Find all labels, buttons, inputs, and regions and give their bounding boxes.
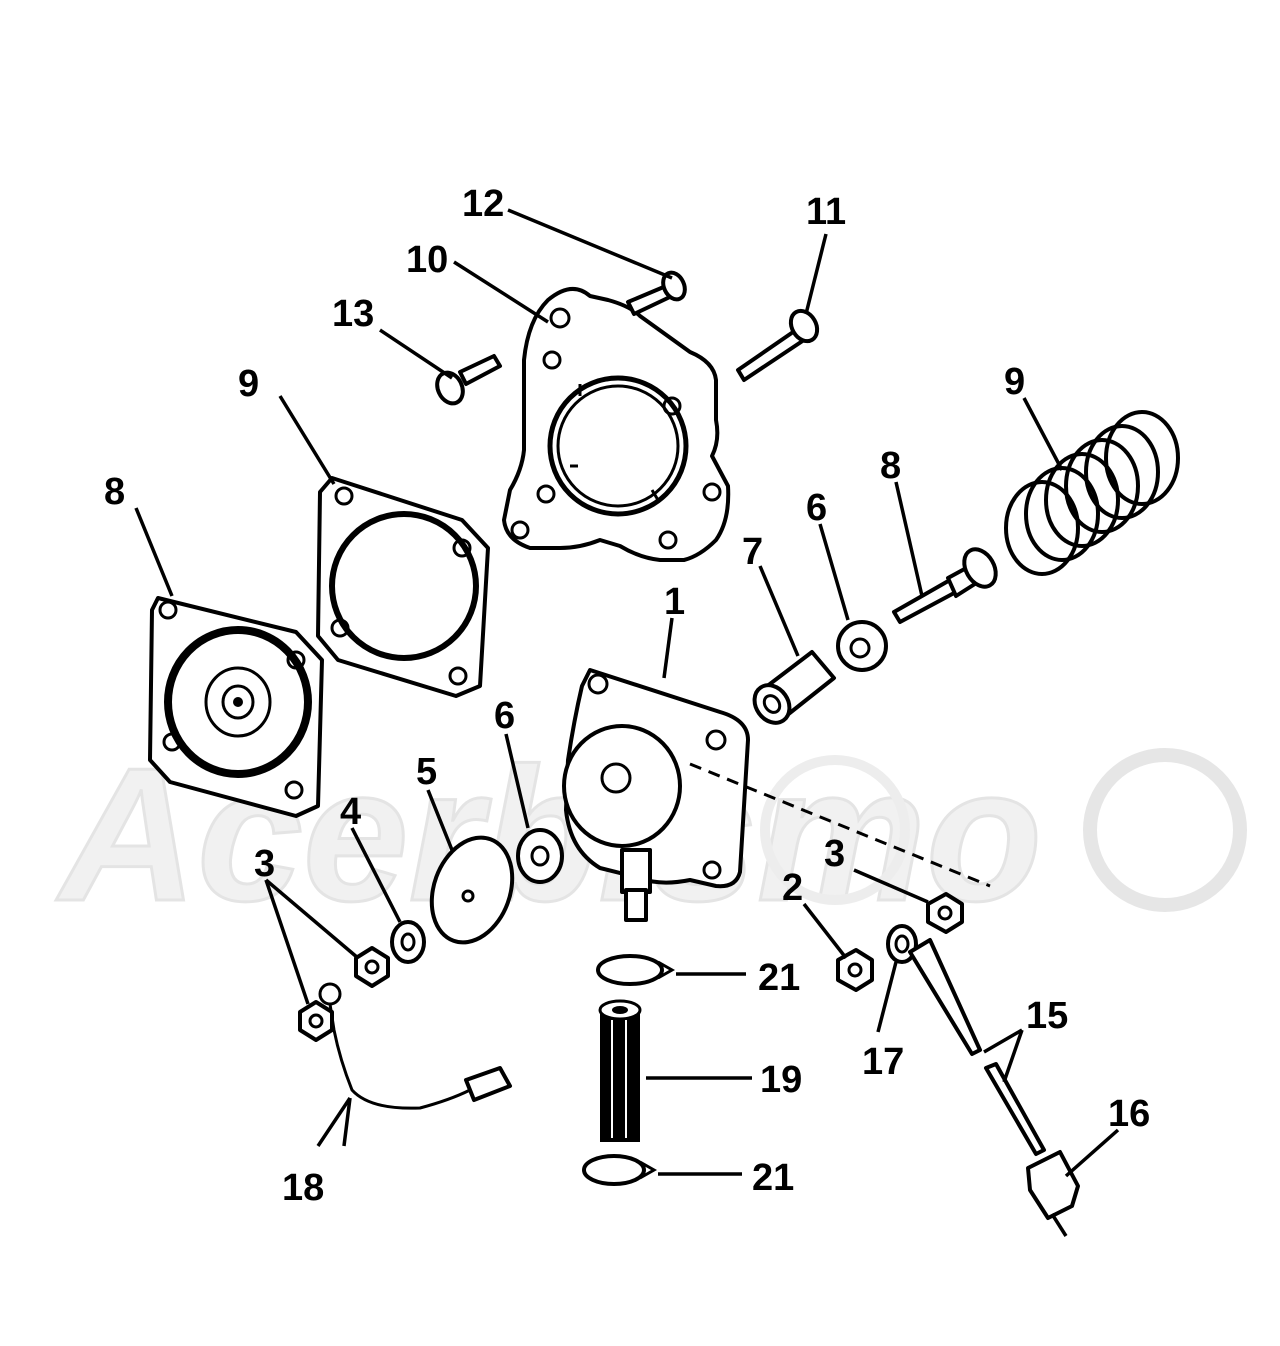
pump-body bbox=[562, 668, 750, 922]
washer-6-upper bbox=[836, 620, 888, 672]
callout-9: 9 bbox=[1004, 361, 1025, 403]
callout-3-right: 3 bbox=[824, 833, 845, 875]
callout-18: 17 bbox=[862, 1041, 904, 1083]
callout-5: 5 bbox=[416, 751, 437, 793]
callout-20: 19 bbox=[760, 1059, 802, 1101]
callout-10: 8 bbox=[104, 471, 125, 513]
screw-15 bbox=[435, 354, 502, 406]
callout-13: 11 bbox=[806, 191, 846, 233]
callout-12: 10 bbox=[406, 239, 448, 281]
callout-2: 2 bbox=[782, 867, 803, 909]
washer-6-lower bbox=[516, 828, 564, 884]
dashed-assembly-line bbox=[689, 762, 991, 888]
callout-16: 15 bbox=[1026, 995, 1068, 1037]
screw-13 bbox=[736, 308, 820, 382]
callout-15: 13 bbox=[332, 293, 374, 335]
leader-lines bbox=[134, 208, 1120, 1178]
callout-11: 9 bbox=[238, 363, 259, 405]
callout-14: 12 bbox=[462, 183, 504, 225]
hose-clip-21-lower bbox=[582, 1154, 658, 1186]
spring bbox=[1004, 410, 1180, 576]
screw-14 bbox=[626, 270, 687, 316]
callout-6-upper: 6 bbox=[806, 487, 827, 529]
bolt-8 bbox=[892, 547, 998, 624]
callout-labels: 12 10 11 13 9 9 8 8 6 7 1 6 5 4 3 3 2 21… bbox=[104, 183, 1150, 1209]
washer-4 bbox=[390, 920, 426, 964]
callout-6-lower: 6 bbox=[494, 695, 515, 737]
nut-3-left-b bbox=[298, 1000, 334, 1042]
sleeve-7 bbox=[752, 650, 836, 725]
callout-7: 7 bbox=[742, 531, 763, 573]
callout-19: 18 bbox=[282, 1167, 324, 1209]
switch-17 bbox=[1026, 1150, 1080, 1237]
hose-clip-21-upper bbox=[596, 954, 676, 986]
callout-17: 16 bbox=[1108, 1093, 1150, 1135]
callout-1: 1 bbox=[664, 581, 685, 623]
callout-3-left: 3 bbox=[254, 843, 275, 885]
nut-2 bbox=[836, 948, 874, 992]
lever-16 bbox=[908, 938, 1046, 1156]
fuel-hose-20 bbox=[598, 999, 642, 1142]
pump-cover-plate bbox=[502, 287, 731, 562]
disc-5 bbox=[429, 835, 515, 945]
gasket bbox=[316, 476, 490, 698]
callout-4: 4 bbox=[340, 791, 361, 833]
callout-21-upper: 21 bbox=[758, 957, 800, 999]
nut-3-left-a bbox=[354, 946, 390, 988]
wire-lead-19 bbox=[318, 982, 512, 1110]
callout-8: 8 bbox=[880, 445, 901, 487]
diaphragm bbox=[148, 596, 324, 818]
nut-3-right bbox=[926, 892, 964, 934]
callout-21-lower: 21 bbox=[752, 1157, 794, 1199]
